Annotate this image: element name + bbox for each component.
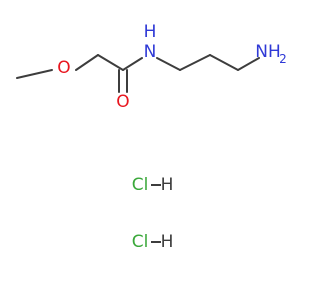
- chemical-structure-diagram: O O N H NH 2 Cl H Cl H: [16, 22, 287, 252]
- amine-nh2-label: NH: [255, 42, 281, 62]
- hcl-2-chlorine-label: Cl: [132, 232, 149, 252]
- bond-carbonyl-c-amide-n: [122, 57, 143, 71]
- hcl-1-chlorine-label: Cl: [132, 175, 149, 195]
- methoxy-oxygen-label: O: [57, 58, 70, 78]
- hcl-1-hydrogen-label: H: [161, 175, 174, 195]
- bond-amide-n-ch2: [156, 57, 181, 71]
- bond-methyl-methoxy-o: [16, 69, 53, 79]
- bond-methoxy-o-ch2: [75, 54, 99, 71]
- bond-ch2-ch2-2: [209, 54, 239, 71]
- amine-nh2-subscript: 2: [279, 52, 287, 66]
- bond-ch2-ch2: [179, 54, 211, 71]
- amide-nitrogen-label: N: [144, 42, 157, 62]
- hcl-2-hydrogen-label: H: [161, 232, 174, 252]
- carbonyl-oxygen-label: O: [116, 92, 129, 112]
- bond-ch2-carbonyl-c: [97, 54, 124, 71]
- amide-hydrogen-label: H: [144, 22, 157, 42]
- bond-ch2-amine-n: [237, 57, 260, 71]
